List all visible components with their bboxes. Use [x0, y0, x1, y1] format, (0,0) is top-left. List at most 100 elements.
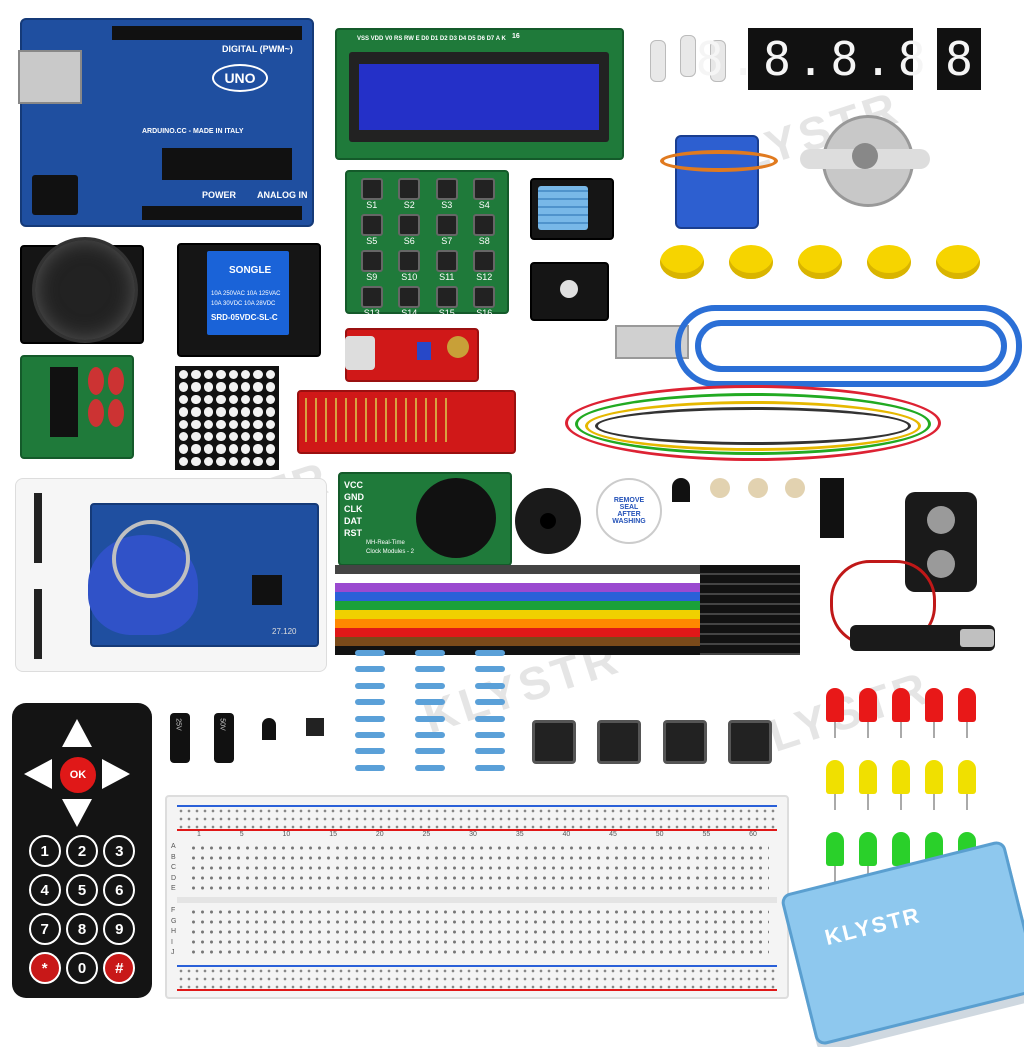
keypad-key-label: S5: [366, 236, 378, 246]
keypad-key[interactable]: S7: [430, 214, 464, 246]
resistor: [355, 666, 385, 673]
matrix-dot: [265, 456, 275, 466]
resistor: [355, 748, 385, 755]
led: [825, 832, 844, 882]
single-digit-7segment-display: 8: [937, 28, 981, 90]
sticker-line-1: REMOVE: [613, 497, 645, 504]
keypad-key[interactable]: S15: [430, 286, 464, 318]
remote-key-hash[interactable]: #: [103, 952, 136, 984]
led: [924, 688, 943, 738]
row-letter: F: [171, 907, 176, 914]
right-arrow-button[interactable]: [102, 759, 130, 789]
matrix-dot: [191, 444, 201, 454]
keypad-key[interactable]: S14: [393, 286, 427, 318]
column-number: 25: [422, 831, 431, 838]
uno-logo: UNO: [212, 64, 268, 92]
remote-key-5[interactable]: 5: [65, 874, 98, 906]
keypad-key[interactable]: S5: [355, 214, 389, 246]
keypad-key-label: S2: [403, 200, 415, 210]
push-button[interactable]: [597, 720, 642, 764]
keypad-key[interactable]: S13: [355, 286, 389, 318]
analog-label: ANALOG IN: [257, 190, 308, 200]
ok-button[interactable]: OK: [60, 757, 96, 793]
keypad-key[interactable]: S6: [393, 214, 427, 246]
keypad-key[interactable]: S3: [430, 178, 464, 210]
push-button[interactable]: [662, 720, 707, 764]
ir-receiver: [306, 718, 324, 736]
rtc-pin-gnd: GND: [344, 492, 364, 502]
matrix-dot: [253, 370, 263, 380]
up-arrow-button[interactable]: [62, 719, 92, 747]
matrix-dot: [228, 382, 238, 392]
remote-key-1[interactable]: 1: [28, 835, 61, 867]
led-matrix-8x8: [175, 366, 279, 470]
matrix-dot: [253, 431, 263, 442]
keypad-key[interactable]: S9: [355, 250, 389, 282]
single-digit-readout: 8: [945, 32, 973, 86]
matrix-dot: [240, 394, 251, 405]
keypad-key-label: S11: [439, 272, 455, 282]
down-arrow-button[interactable]: [62, 799, 92, 827]
relay-spec-2: 10A 30VDC 10A 28VDC: [211, 301, 276, 307]
push-button[interactable]: [727, 720, 772, 764]
remote-key-0[interactable]: 0: [65, 952, 98, 984]
keypad-key[interactable]: S8: [468, 214, 502, 246]
remote-key-8[interactable]: 8: [65, 913, 98, 945]
rtc-caption-1: MH-Real-Time: [366, 540, 405, 546]
matrix-dot: [179, 444, 189, 454]
remote-key-9[interactable]: 9: [103, 913, 136, 945]
left-arrow-button[interactable]: [24, 759, 52, 789]
keypad-key-label: S12: [476, 272, 493, 282]
matrix-dot: [191, 431, 201, 442]
keypad-key[interactable]: S11: [430, 250, 464, 282]
matrix-dot: [253, 444, 263, 454]
column-number: 35: [515, 831, 524, 838]
usb-port: [18, 50, 82, 104]
remote-key-7[interactable]: 7: [28, 913, 61, 945]
remote-key-star[interactable]: *: [28, 952, 61, 984]
matrix-dot: [265, 419, 275, 429]
matrix-dot: [179, 382, 189, 392]
keypad-key-label: S14: [401, 308, 418, 318]
matrix-dot: [228, 431, 238, 442]
resistor: [415, 764, 445, 771]
keypad-key[interactable]: S12: [468, 250, 502, 282]
matrix-dot: [191, 419, 201, 429]
matrix-dot: [179, 456, 189, 466]
keypad-key[interactable]: S1: [355, 178, 389, 210]
resistor: [415, 715, 445, 722]
matrix-dot: [240, 431, 251, 442]
keypad-key[interactable]: S4: [468, 178, 502, 210]
keypad-key[interactable]: S16: [468, 286, 502, 318]
remote-key-6[interactable]: 6: [103, 874, 136, 906]
matrix-dot: [216, 444, 226, 454]
remote-key-3[interactable]: 3: [103, 835, 136, 867]
yellow-cap: [729, 245, 773, 279]
push-button[interactable]: [532, 720, 576, 764]
resistor: [475, 699, 505, 706]
matrix-dot: [191, 370, 201, 380]
stepper-motor: [800, 115, 930, 215]
led-assortment: [818, 688, 983, 882]
yellow-cap: [867, 245, 911, 279]
keypad-key[interactable]: S2: [393, 178, 427, 210]
led: [924, 760, 943, 810]
led: [891, 760, 910, 810]
relay-brand: SONGLE: [229, 265, 272, 276]
resistor: [355, 682, 385, 689]
resistor: [355, 650, 385, 656]
keypad-key-label: S10: [401, 272, 418, 282]
digital-label: DIGITAL (PWM~): [222, 44, 293, 54]
rtc-pin-rst: RST: [344, 528, 362, 538]
usb-cable: [615, 300, 1022, 387]
matrix-dot: [253, 456, 263, 466]
remote-key-2[interactable]: 2: [65, 835, 98, 867]
keypad-key[interactable]: S10: [393, 250, 427, 282]
column-number: 5: [239, 831, 244, 838]
remote-key-4[interactable]: 4: [28, 874, 61, 906]
matrix-dot: [191, 394, 201, 405]
resistor: [355, 764, 385, 771]
arduino-uno-board: DIGITAL (PWM~) UNO ARDUINO.CC - MADE IN …: [18, 18, 314, 227]
resistor: [475, 682, 505, 689]
